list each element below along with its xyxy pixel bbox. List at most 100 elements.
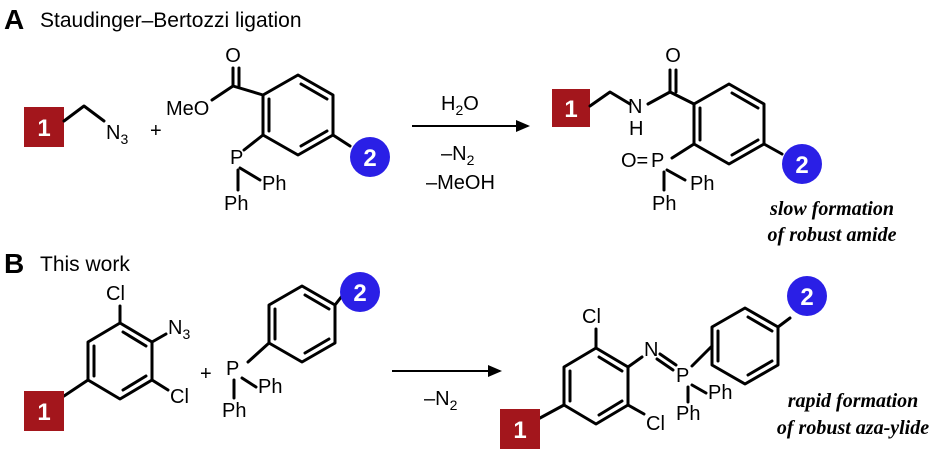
aryl-p-bond-product-a: [670, 142, 696, 160]
ring-to-2-bond-a: [331, 133, 352, 148]
substrate-box-1-b-label: 1: [37, 399, 50, 426]
phenyl-label-b1: Ph: [258, 376, 282, 398]
benzene-ring-product-a: [692, 82, 766, 166]
note-rapid-line1: rapid formation: [788, 390, 919, 412]
panel-a: A Staudinger–Bertozzi ligation 1 N3 + Me…: [4, 4, 897, 246]
phosphorus-label-product-a: P: [651, 150, 664, 172]
panel-b-letter: B: [4, 248, 24, 279]
benzene-ring-phosphine-b: [267, 284, 337, 364]
product-benzene-inner-left: [568, 355, 624, 417]
ethyl-linker-bonds: [62, 104, 106, 123]
carbonyl-oxygen-label-a: O: [225, 45, 241, 67]
azide-label-b: N3: [168, 317, 190, 342]
phenyl-label-product-a2: Ph: [652, 193, 676, 215]
benzene-inner-bonds-a: [267, 82, 329, 148]
plus-sign-b: +: [200, 363, 212, 385]
plus-sign-a: +: [150, 120, 162, 142]
reactant-azide-a: 1 N3: [24, 104, 128, 147]
product-p-aryl-bond: [690, 344, 714, 368]
benzene-ring-b: [86, 321, 154, 401]
reaction-arrow-b: –N2: [392, 365, 502, 413]
methoxy-label: MeO: [166, 98, 209, 120]
reactant-aryl-azide: Cl N3 Cl 1: [24, 283, 190, 431]
reaction-arrow-a: H2O –N2 –MeOH: [412, 93, 530, 194]
phosphine-oxide-oxygen: O=: [621, 150, 648, 172]
product-benzene-ring-left: [562, 346, 630, 426]
phosphorus-label-b: P: [226, 358, 239, 380]
reagent-loss-meoh: –MeOH: [426, 172, 495, 194]
c-cl-bond-bottom: [150, 378, 170, 392]
ester-bonds: [210, 66, 265, 102]
phenyl-label-a2: Ph: [224, 193, 248, 215]
product-benzene-ring-right: [710, 306, 780, 386]
amide-nitrogen-label: N: [628, 96, 642, 118]
panel-b: B This work Cl N3 Cl 1 + 2 P Ph: [4, 248, 929, 449]
amide-oxygen-label: O: [665, 45, 681, 67]
ring-to-2-bond-product-a: [762, 142, 784, 156]
amide-hydrogen-label: H: [629, 118, 643, 140]
panel-a-title: Staudinger–Bertozzi ligation: [40, 9, 302, 32]
product-circle-2-a-label: 2: [795, 152, 808, 179]
chloro-label-bottom: Cl: [170, 386, 189, 408]
reagent-loss-n2-a: –N2: [441, 143, 475, 168]
panel-a-letter: A: [4, 4, 24, 35]
arrowhead-b: [488, 365, 502, 377]
product-circle-2-b-label: 2: [800, 284, 813, 311]
benzene-inner-bonds-b: [92, 330, 148, 392]
reagent-loss-n2-b: –N2: [424, 388, 458, 413]
substrate-circle-2: [350, 137, 390, 177]
product-phenyl-label-2: Ph: [676, 403, 700, 425]
product-c-cl-bond-bottom: [626, 403, 646, 416]
aryl-p-bond-b: [246, 341, 271, 364]
phenyl-label-a1: Ph: [262, 173, 286, 195]
product-box-1-a-label: 1: [564, 96, 577, 123]
c-n3-bond: [150, 332, 168, 344]
benzene-ring-a: [261, 73, 335, 157]
arrowhead-a: [516, 120, 530, 132]
note-rapid-line2: of robust aza-ylide: [777, 417, 929, 439]
aryl-p-bond-a: [242, 133, 265, 152]
product-benzene-inner-right: [716, 315, 774, 377]
product-linker-bonds: [588, 90, 632, 108]
p-ph-bond-right-a: [238, 166, 262, 182]
substrate-circle-2-b-label: 2: [353, 280, 366, 307]
substrate-circle-2-label: 2: [363, 145, 376, 172]
phenyl-label-product-a1: Ph: [690, 173, 714, 195]
p-ph-bond-right-b: [240, 376, 258, 389]
product-c-n-bond: [626, 355, 644, 369]
product-chloro-top: Cl: [582, 306, 601, 328]
substrate-box-1: [24, 107, 64, 147]
reactant-phosphine-b: 2 P Ph Ph: [222, 272, 380, 422]
benzene-inner-bonds-phosphine-b: [273, 293, 331, 355]
substrate-box-1-label: 1: [37, 115, 50, 142]
product-phosphorus-label: P: [676, 365, 689, 387]
product-box-1-a: [552, 89, 590, 127]
product-nitrogen-label: N: [644, 339, 658, 361]
amide-carbonyl-bonds: [646, 68, 696, 106]
note-slow-line1: slow formation: [769, 198, 894, 220]
product-ring-to-1-bond: [538, 403, 566, 420]
product-p-ph-bond-right: [690, 383, 708, 395]
phosphorus-label-a: P: [230, 147, 243, 169]
product-box-1-b: [500, 409, 540, 449]
ring-to-1-bond-b: [62, 378, 90, 398]
p-ph-bond-right-product-a: [665, 168, 687, 182]
chloro-label-top: Cl: [106, 283, 125, 305]
product-amide: 1 N H O O= P Ph Ph 2: [552, 45, 822, 215]
substrate-circle-2-b: [340, 272, 380, 312]
phenyl-label-b2: Ph: [222, 400, 246, 422]
product-ring-to-2-bond: [776, 316, 792, 329]
product-phenyl-label-1: Ph: [708, 382, 732, 404]
reagent-water: H2O: [441, 93, 479, 118]
product-box-1-b-label: 1: [513, 417, 526, 444]
n-p-double-bond: [655, 352, 678, 372]
product-aza-ylide: Cl N P 2 Ph Ph Cl 1: [500, 276, 827, 449]
product-circle-2-b: [787, 276, 827, 316]
benzene-inner-bonds-product-a: [698, 91, 760, 157]
product-chloro-bottom: Cl: [646, 413, 665, 435]
note-slow-line2: of robust amide: [768, 224, 897, 246]
azide-label-a: N3: [106, 122, 128, 147]
product-circle-2-a: [782, 144, 822, 184]
substrate-box-1-b: [24, 391, 64, 431]
